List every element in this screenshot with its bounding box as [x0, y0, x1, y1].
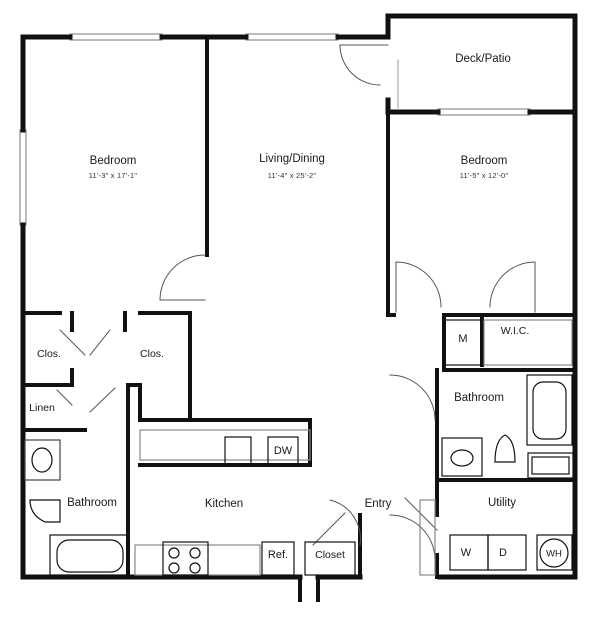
fixture-mechanical: M — [458, 333, 468, 345]
fixture-dryer: D — [499, 547, 507, 559]
room-label-utility: Utility — [487, 497, 517, 509]
room-dims-living-dining: 11'-4" x 25'-2" — [267, 171, 317, 180]
room-dims-bedroom-left: 11'-3" x 17'-1" — [88, 171, 138, 180]
room-label-linen: Linen — [29, 402, 55, 414]
fixture-outlines — [24, 319, 574, 576]
door-swings — [56, 44, 536, 561]
room-label-bathroom-left: Bathroom — [67, 497, 117, 509]
room-label-entry-closet: Closet — [315, 549, 345, 561]
room-dims-bedroom-right: 11'-5" x 12'-0" — [459, 171, 509, 180]
exterior-walls — [20, 13, 578, 580]
room-label-entry: Entry — [364, 498, 392, 510]
room-label-deck-patio: Deck/Patio — [455, 53, 511, 65]
room-label-closet-2: Clos. — [140, 348, 164, 360]
fixture-water-heater: WH — [546, 548, 562, 560]
room-label-living-dining: Living/Dining — [259, 153, 325, 165]
room-label-bathroom-right: Bathroom — [454, 392, 504, 404]
room-label-bedroom-right: Bedroom — [460, 155, 508, 167]
windows — [19, 33, 531, 226]
fixture-refrigerator: Ref. — [267, 549, 289, 561]
fixture-washer: W — [460, 547, 472, 559]
room-label-bedroom-left: Bedroom — [89, 155, 137, 167]
room-label-wic: W.I.C. — [500, 325, 530, 337]
fixture-dishwasher: DW — [273, 445, 293, 457]
room-label-kitchen: Kitchen — [204, 498, 244, 510]
room-label-closet-1: Clos. — [37, 348, 61, 360]
interior-walls — [21, 35, 577, 602]
